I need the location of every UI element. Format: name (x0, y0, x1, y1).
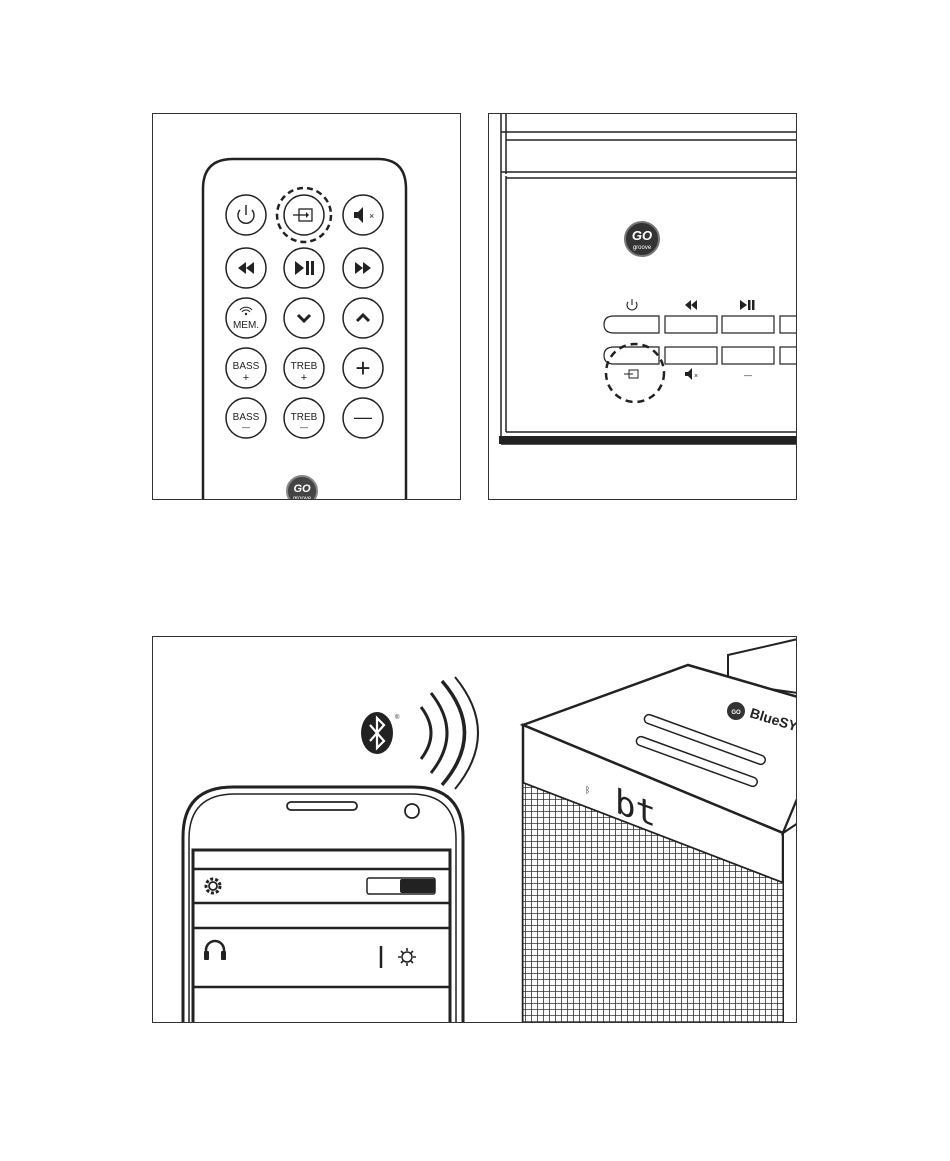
down-button[interactable] (284, 298, 324, 338)
unit-logo-bottom: groove (633, 245, 652, 251)
bluetooth-icon: ® (361, 712, 400, 754)
camera (405, 804, 419, 818)
volume-down-key[interactable] (722, 347, 774, 364)
source-button[interactable] (277, 188, 331, 242)
logo-bottom: groove (293, 496, 312, 500)
unit-illustration: GO groove (489, 114, 797, 500)
svg-text:×: × (694, 373, 698, 380)
bass-up-label: BASS (233, 361, 260, 372)
mute-button[interactable]: × (343, 195, 383, 235)
gogroove-logo: GO (727, 702, 745, 720)
rewind-button[interactable] (226, 248, 266, 288)
treb-up-label: TREB (291, 361, 318, 372)
bluetooth-pairing-panel: ® (152, 636, 797, 1023)
treb-down-label: TREB (291, 412, 318, 423)
gogroove-logo: GO groove (625, 222, 659, 256)
play-pause-button[interactable] (284, 248, 324, 288)
rewind-icon (685, 300, 697, 310)
up-button[interactable] (343, 298, 383, 338)
minus-icon: — (744, 371, 752, 380)
input-source-icon (624, 370, 638, 378)
pairing-illustration: ® (153, 637, 797, 1023)
treb-down-button[interactable]: TREB — (284, 398, 324, 438)
volume-up-sign: + (355, 353, 370, 383)
power-icon (627, 299, 637, 310)
fast-forward-button[interactable] (343, 248, 383, 288)
remote-control-panel: × (152, 113, 461, 500)
bass-down-label: BASS (233, 412, 260, 423)
forward-key[interactable] (780, 316, 797, 333)
bass-up-sign: + (243, 372, 249, 384)
rewind-key[interactable] (665, 316, 717, 333)
mem-button[interactable]: MEM. (226, 298, 266, 338)
bluetooth-toggle[interactable] (367, 878, 435, 894)
volume-down-button[interactable]: — (343, 398, 383, 438)
play-pause-key[interactable] (722, 316, 774, 333)
treb-up-button[interactable]: TREB + (284, 348, 324, 388)
volume-up-key[interactable] (780, 347, 797, 364)
treb-down-sign: — (300, 423, 308, 432)
speaker-logo-top: GO (731, 710, 741, 716)
speaker-slot (287, 802, 357, 810)
treb-up-sign: + (301, 372, 307, 384)
bluetooth-speaker: ᛒ bt GO BlueSYN (523, 639, 797, 1023)
svg-text:×: × (369, 211, 374, 221)
signal-waves (421, 677, 478, 789)
bass-down-button[interactable]: BASS — (226, 398, 266, 438)
bluetooth-indicator-icon: ᛒ (585, 785, 590, 795)
bass-down-sign: — (242, 423, 250, 432)
mute-icon: × (685, 368, 698, 380)
bass-up-button[interactable]: BASS + (226, 348, 266, 388)
power-key[interactable] (604, 316, 659, 333)
volume-down-sign: — (354, 407, 372, 427)
smartphone (183, 787, 463, 1023)
svg-text:®: ® (395, 714, 400, 721)
mute-key[interactable] (665, 347, 717, 364)
logo-top: GO (293, 483, 311, 495)
unit-front-panel: GO groove (488, 113, 797, 500)
phone-screen (193, 850, 450, 1023)
gogroove-logo: GO groove (287, 476, 317, 500)
play-pause-icon (740, 300, 755, 310)
unit-logo-top: GO (632, 228, 652, 243)
mem-label: MEM. (233, 320, 259, 331)
remote-illustration: × (153, 114, 461, 500)
volume-up-button[interactable]: + (343, 348, 383, 388)
power-button[interactable] (226, 195, 266, 235)
